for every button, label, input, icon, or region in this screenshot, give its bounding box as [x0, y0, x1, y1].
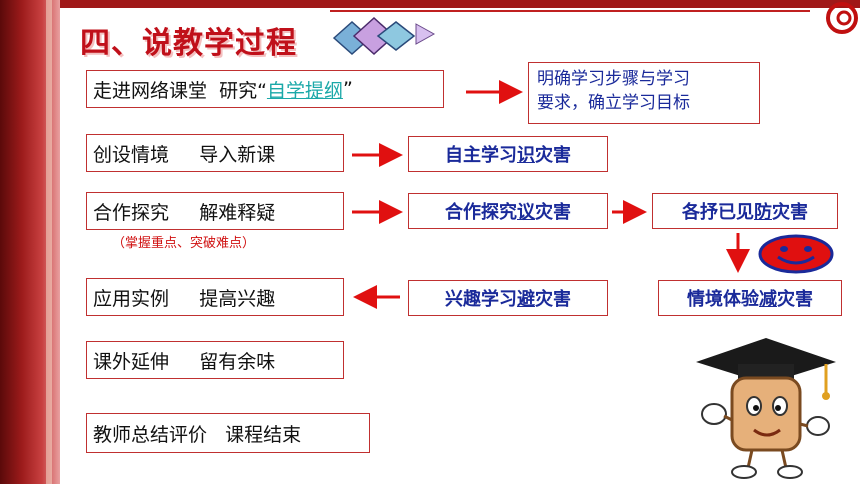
recognize-disaster-box: 自主学习识灾害 — [408, 136, 608, 172]
graduate-cartoon-icon — [696, 338, 836, 479]
label-part: 自主学习 — [445, 145, 517, 166]
top-line — [330, 10, 810, 12]
label-key: 议 — [517, 202, 535, 223]
smiley-face-icon — [758, 234, 834, 274]
prevent-disaster-box: 各抒已见防灾害 — [652, 193, 838, 229]
label-key: 避 — [517, 289, 535, 310]
goal-line-2: 要求，确立学习目标 — [537, 93, 690, 113]
label-part-end: 灾害 — [535, 202, 571, 223]
step-box-online-class: 走进网络课堂 研究“自学提纲” — [86, 70, 444, 108]
label-key: 减 — [759, 289, 777, 310]
row-text-end: ” — [342, 78, 353, 100]
label-part: 各抒已见 — [682, 202, 754, 223]
row-text: 走进网络课堂 研究“ — [93, 79, 267, 102]
band-stripe — [46, 0, 52, 484]
step-box-apply: 应用实例 提高兴趣 — [86, 278, 344, 316]
label-part-end: 灾害 — [772, 202, 808, 223]
key-points-note: （掌握重点、突破难点） — [112, 236, 256, 251]
step-box-introduce: 创设情境 导入新课 — [86, 134, 344, 172]
label-part-end: 灾害 — [535, 145, 571, 166]
step-box-explore: 合作探究 解难释疑 — [86, 192, 344, 230]
diamond-decoration-icon — [332, 16, 436, 56]
label-key: 识 — [517, 145, 535, 166]
label-key: 防 — [754, 202, 772, 223]
goal-box: 明确学习步骤与学习 要求，确立学习目标 — [528, 62, 760, 124]
label-part-end: 灾害 — [777, 289, 813, 310]
step-box-summary: 教师总结评价 课程结束 — [86, 413, 370, 453]
label-part: 情境体验 — [687, 289, 759, 310]
left-decor-band — [0, 0, 60, 484]
label-part-end: 灾害 — [535, 289, 571, 310]
top-bar — [60, 0, 860, 8]
discuss-disaster-box: 合作探究议灾害 — [408, 193, 608, 229]
step-box-extend: 课外延伸 留有余味 — [86, 341, 344, 379]
self-study-outline-link[interactable]: 自学提纲 — [266, 79, 343, 102]
reduce-disaster-box: 情境体验减灾害 — [658, 280, 842, 316]
label-part: 合作探究 — [445, 202, 517, 223]
goal-line-1: 明确学习步骤与学习 — [537, 69, 690, 89]
avoid-disaster-box: 兴趣学习避灾害 — [408, 280, 608, 316]
corner-swirl-icon — [826, 2, 858, 34]
label-part: 兴趣学习 — [445, 289, 517, 310]
page-title: 四、说教学过程 — [80, 26, 297, 61]
